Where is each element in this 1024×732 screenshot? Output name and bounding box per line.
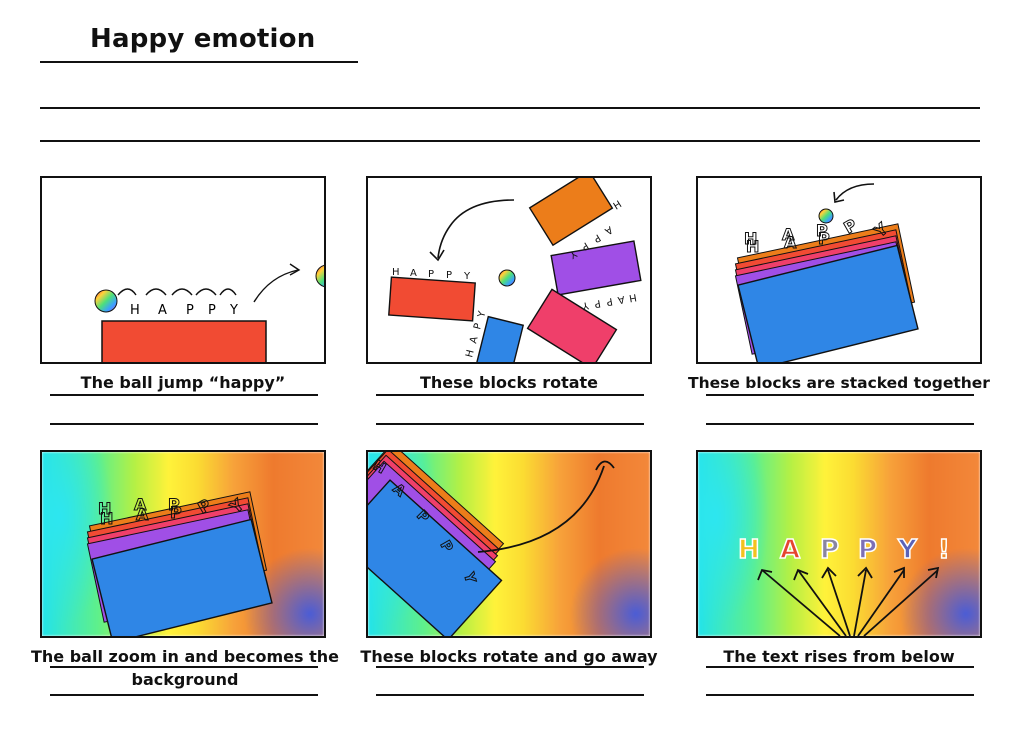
happy-letter: Y — [229, 303, 238, 318]
happy-letter: A — [617, 293, 626, 305]
happy-letter: Y — [581, 299, 591, 311]
panel-4-drawing: HH AA PP P Y — [86, 491, 273, 636]
panel-3-line-2 — [706, 423, 974, 425]
drop-arrow-icon — [833, 183, 875, 203]
panel-2-caption: These blocks rotate — [419, 373, 599, 392]
storyboard-panel-6: H A P P Y ! — [696, 450, 982, 638]
notes-line-2 — [40, 140, 980, 142]
storyboard-panel-2: H A P P Y H A P P Y H A P P Y H A P Y — [366, 176, 652, 364]
panel-5-caption: These blocks rotate and go away — [360, 647, 658, 666]
rainbow-ball-landed — [315, 264, 324, 288]
pink-block — [526, 288, 618, 362]
panel-1-drawing: H A P P Y — [94, 263, 324, 362]
happy-letter: P — [446, 270, 452, 281]
happy-letter: P — [428, 269, 434, 280]
happy-letter: Y — [897, 535, 918, 565]
orange-block — [528, 178, 614, 247]
happy-letter: H — [628, 291, 637, 303]
happy-letter: H — [612, 199, 624, 212]
bounce-arcs-icon — [117, 263, 301, 303]
happy-letter: A — [410, 268, 417, 279]
storyboard-panel-1: H A P P Y — [40, 176, 326, 364]
blue-block — [471, 315, 525, 362]
panel-3-drawing: HH AA PP P Y — [734, 183, 919, 362]
svg-text:P: P — [818, 229, 830, 248]
happy-letter: P — [591, 231, 602, 244]
svg-text:H: H — [744, 229, 757, 248]
happy-letter: H — [464, 349, 476, 359]
happy-letter: Y — [463, 271, 471, 282]
happy-letter: P — [820, 535, 839, 565]
happy-letter: P — [858, 535, 877, 565]
panel-3-caption: These blocks are stacked together — [688, 374, 990, 392]
svg-text:P: P — [168, 495, 180, 514]
red-block — [388, 276, 476, 322]
happy-letter: P — [606, 295, 614, 307]
svg-text:A: A — [134, 495, 147, 514]
svg-text:P: P — [816, 221, 828, 240]
panel-5-drawing: H A P P Y — [368, 452, 615, 636]
rainbow-ball — [818, 208, 834, 224]
panel-5-line-2 — [376, 694, 644, 696]
panel-1-line-1 — [50, 394, 318, 396]
block-stack — [734, 223, 919, 362]
panel-2-drawing: H A P P Y H A P P Y H A P P Y H A P Y — [388, 178, 642, 362]
svg-text:P: P — [170, 503, 182, 522]
happy-title: H A P P Y ! — [737, 534, 950, 566]
svg-text:A: A — [784, 233, 797, 252]
happy-letter: H — [130, 303, 140, 318]
svg-text:A: A — [136, 505, 149, 524]
happy-letter: A — [468, 335, 480, 344]
panel-5-line-1 — [376, 666, 644, 668]
panel-4-line-2 — [50, 694, 318, 696]
panel-6-line-1 — [706, 666, 974, 668]
svg-text:H: H — [98, 499, 111, 518]
panel-4-caption-line-1: The ball zoom in and becomes the — [31, 647, 339, 666]
svg-text:A: A — [782, 225, 795, 244]
panel-6-line-2 — [706, 694, 974, 696]
page-title: Happy emotion — [90, 24, 316, 54]
panel-1-line-2 — [50, 423, 318, 425]
panel-3-line-1 — [706, 394, 974, 396]
red-block — [101, 320, 267, 362]
panel-1-caption: The ball jump “happy” — [80, 373, 286, 392]
happy-letter: Y — [476, 309, 489, 319]
title-underline — [40, 61, 358, 63]
panel-2-line-1 — [376, 394, 644, 396]
happy-letter: A — [602, 223, 614, 236]
purple-block — [550, 240, 642, 296]
panel-6-drawing: H A P P Y ! — [737, 534, 951, 636]
happy-letter: P — [186, 303, 194, 318]
svg-text:H: H — [100, 509, 113, 528]
happy-letter: P — [208, 303, 216, 318]
happy-letter: A — [158, 303, 167, 318]
happy-letter: ! — [938, 535, 950, 565]
happy-letter: P — [579, 239, 590, 252]
block-stack — [368, 452, 505, 636]
rotate-arrow-icon — [429, 199, 515, 262]
happy-letter: H — [392, 267, 400, 278]
panel-6-caption: The text rises from below — [723, 647, 955, 666]
fly-away-arrow-icon — [477, 460, 615, 553]
happy-letter: H — [738, 535, 760, 565]
notes-line-1 — [40, 107, 980, 109]
block-stack — [86, 491, 273, 636]
rainbow-ball — [94, 289, 118, 313]
happy-letter: A — [780, 535, 800, 565]
svg-text:H: H — [746, 237, 759, 256]
panel-4-caption-line-2: background — [131, 670, 239, 689]
storyboard-panel-5: H A P P Y — [366, 450, 652, 638]
rising-arrows-icon — [757, 566, 940, 636]
happy-letter: P — [472, 322, 484, 331]
panel-4-line-1 — [50, 666, 318, 668]
happy-letter: P — [594, 297, 602, 309]
rainbow-ball — [498, 269, 516, 287]
panel-2-line-2 — [376, 423, 644, 425]
